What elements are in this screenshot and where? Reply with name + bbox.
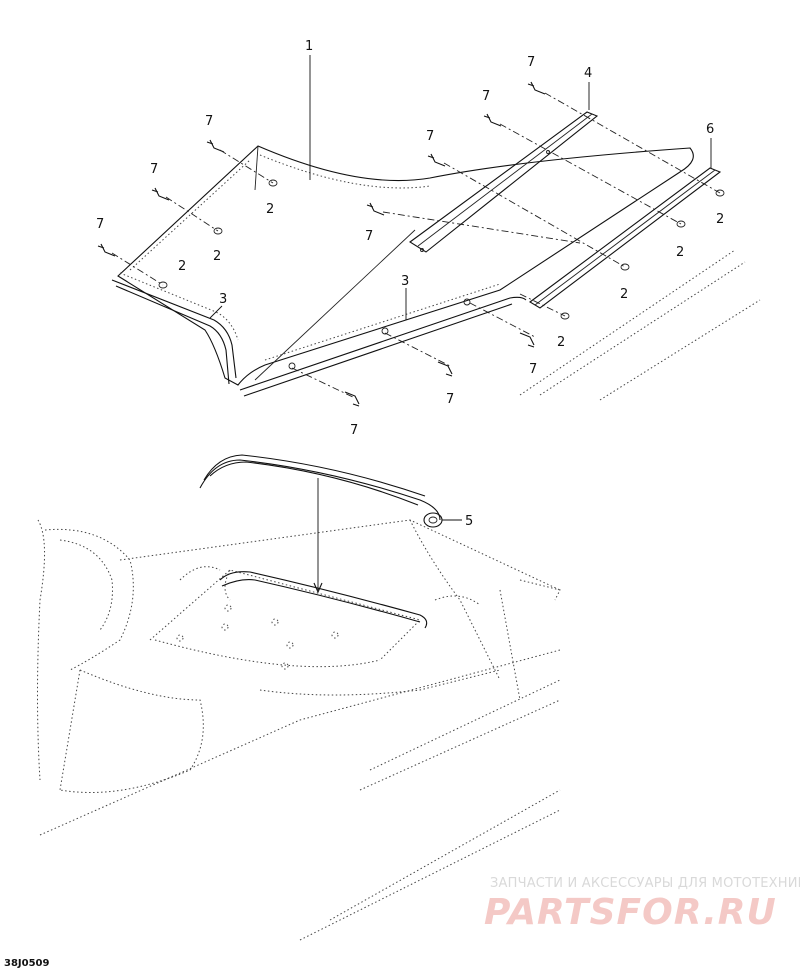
callout-2: 2 [620,287,628,302]
watermark-logo: PARTSFOR.RU [484,892,777,933]
assembly-lines [111,92,721,399]
bracket-rail-6 [529,167,722,309]
screws [97,81,546,407]
callout-7: 7 [426,129,434,144]
drawing-reference-code: 38J0509 [4,958,50,969]
callout-7: 7 [150,162,158,177]
deflector-panel [117,145,694,386]
bracket-rail-4 [409,111,599,253]
callout-4: 4 [584,66,592,81]
watermark-logo-text: PARTSFOR.RU [484,892,777,933]
trim-strip-left [111,272,239,385]
callout-2: 2 [213,249,221,264]
callout-3: 3 [401,274,409,289]
edge-seal-5 [199,454,443,594]
watermark-tagline: ЗАПЧАСТИ И АКСЕССУАРЫ ДЛЯ МОТОТЕХНИКИ [490,876,800,891]
hull-contour-upper [519,249,761,401]
callout-6: 6 [706,122,714,137]
callout-labels: 1 4 6 5 3 3 7 7 7 7 7 7 7 7 7 7 2 2 2 2 … [96,39,724,529]
callout-7: 7 [529,362,537,377]
callout-7: 7 [446,392,454,407]
callout-7: 7 [482,89,490,104]
hull-lower-view [37,519,561,941]
callout-5: 5 [465,514,473,529]
washers [158,179,725,320]
callout-7: 7 [527,55,535,70]
callout-2: 2 [716,212,724,227]
trim-strip-right [239,283,527,397]
callout-1: 1 [305,39,313,54]
callout-7: 7 [365,229,373,244]
callout-3: 3 [219,292,227,307]
callout-7: 7 [350,423,358,438]
callout-7: 7 [205,114,213,129]
callout-2: 2 [676,245,684,260]
callout-2: 2 [178,259,186,274]
callout-7: 7 [96,217,104,232]
callout-2: 2 [557,335,565,350]
callout-2: 2 [266,202,274,217]
